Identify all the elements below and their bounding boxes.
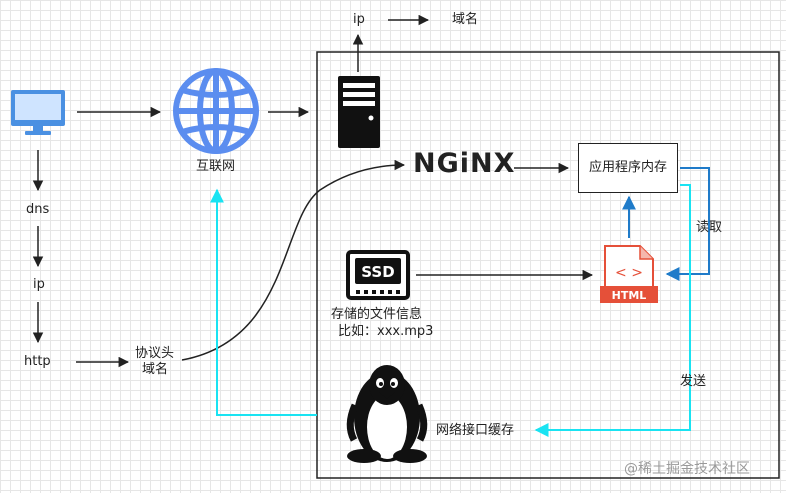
app-memory-box: 应用程序内存 [578, 143, 678, 193]
storage-info-line2: 比如：xxx.mp3 [338, 324, 434, 339]
app-memory-label: 应用程序内存 [588, 160, 667, 175]
arrow-linux-to-internet [210, 188, 317, 416]
ip-left-label: ip [33, 277, 45, 292]
server-tower-icon [338, 76, 380, 148]
arrow-read-loop [665, 167, 710, 281]
ssd-icon [346, 250, 410, 300]
server-boundary-box [316, 51, 780, 479]
curve-header-to-nginx [181, 159, 406, 361]
http-label: http [24, 354, 51, 369]
dns-label: dns [26, 202, 50, 217]
domain-top-label: 域名 [452, 12, 479, 27]
network-cache-label: 网络接口缓存 [436, 423, 515, 438]
linux-penguin-icon [346, 365, 428, 463]
globe-icon [173, 68, 259, 154]
protocol-domain-label: 域名 [142, 362, 169, 377]
read-label: 读取 [696, 220, 723, 235]
ssd-label: SSD [361, 263, 394, 281]
html-symbol: < > [615, 265, 643, 281]
html-file-icon [600, 245, 658, 303]
arrow-send-to-network-cache [534, 184, 691, 437]
nginx-logo: NGiNX [413, 148, 516, 179]
storage-info-line1: 存储的文件信息 [331, 307, 423, 322]
internet-label: 互联网 [196, 159, 236, 174]
send-label: 发送 [680, 374, 707, 389]
protocol-header-label: 协议头 [135, 346, 175, 361]
monitor-icon [11, 90, 65, 135]
html-label: HTML [612, 289, 647, 302]
watermark: @稀土掘金技术社区 [624, 461, 750, 477]
ip-top-label: ip [353, 12, 365, 27]
